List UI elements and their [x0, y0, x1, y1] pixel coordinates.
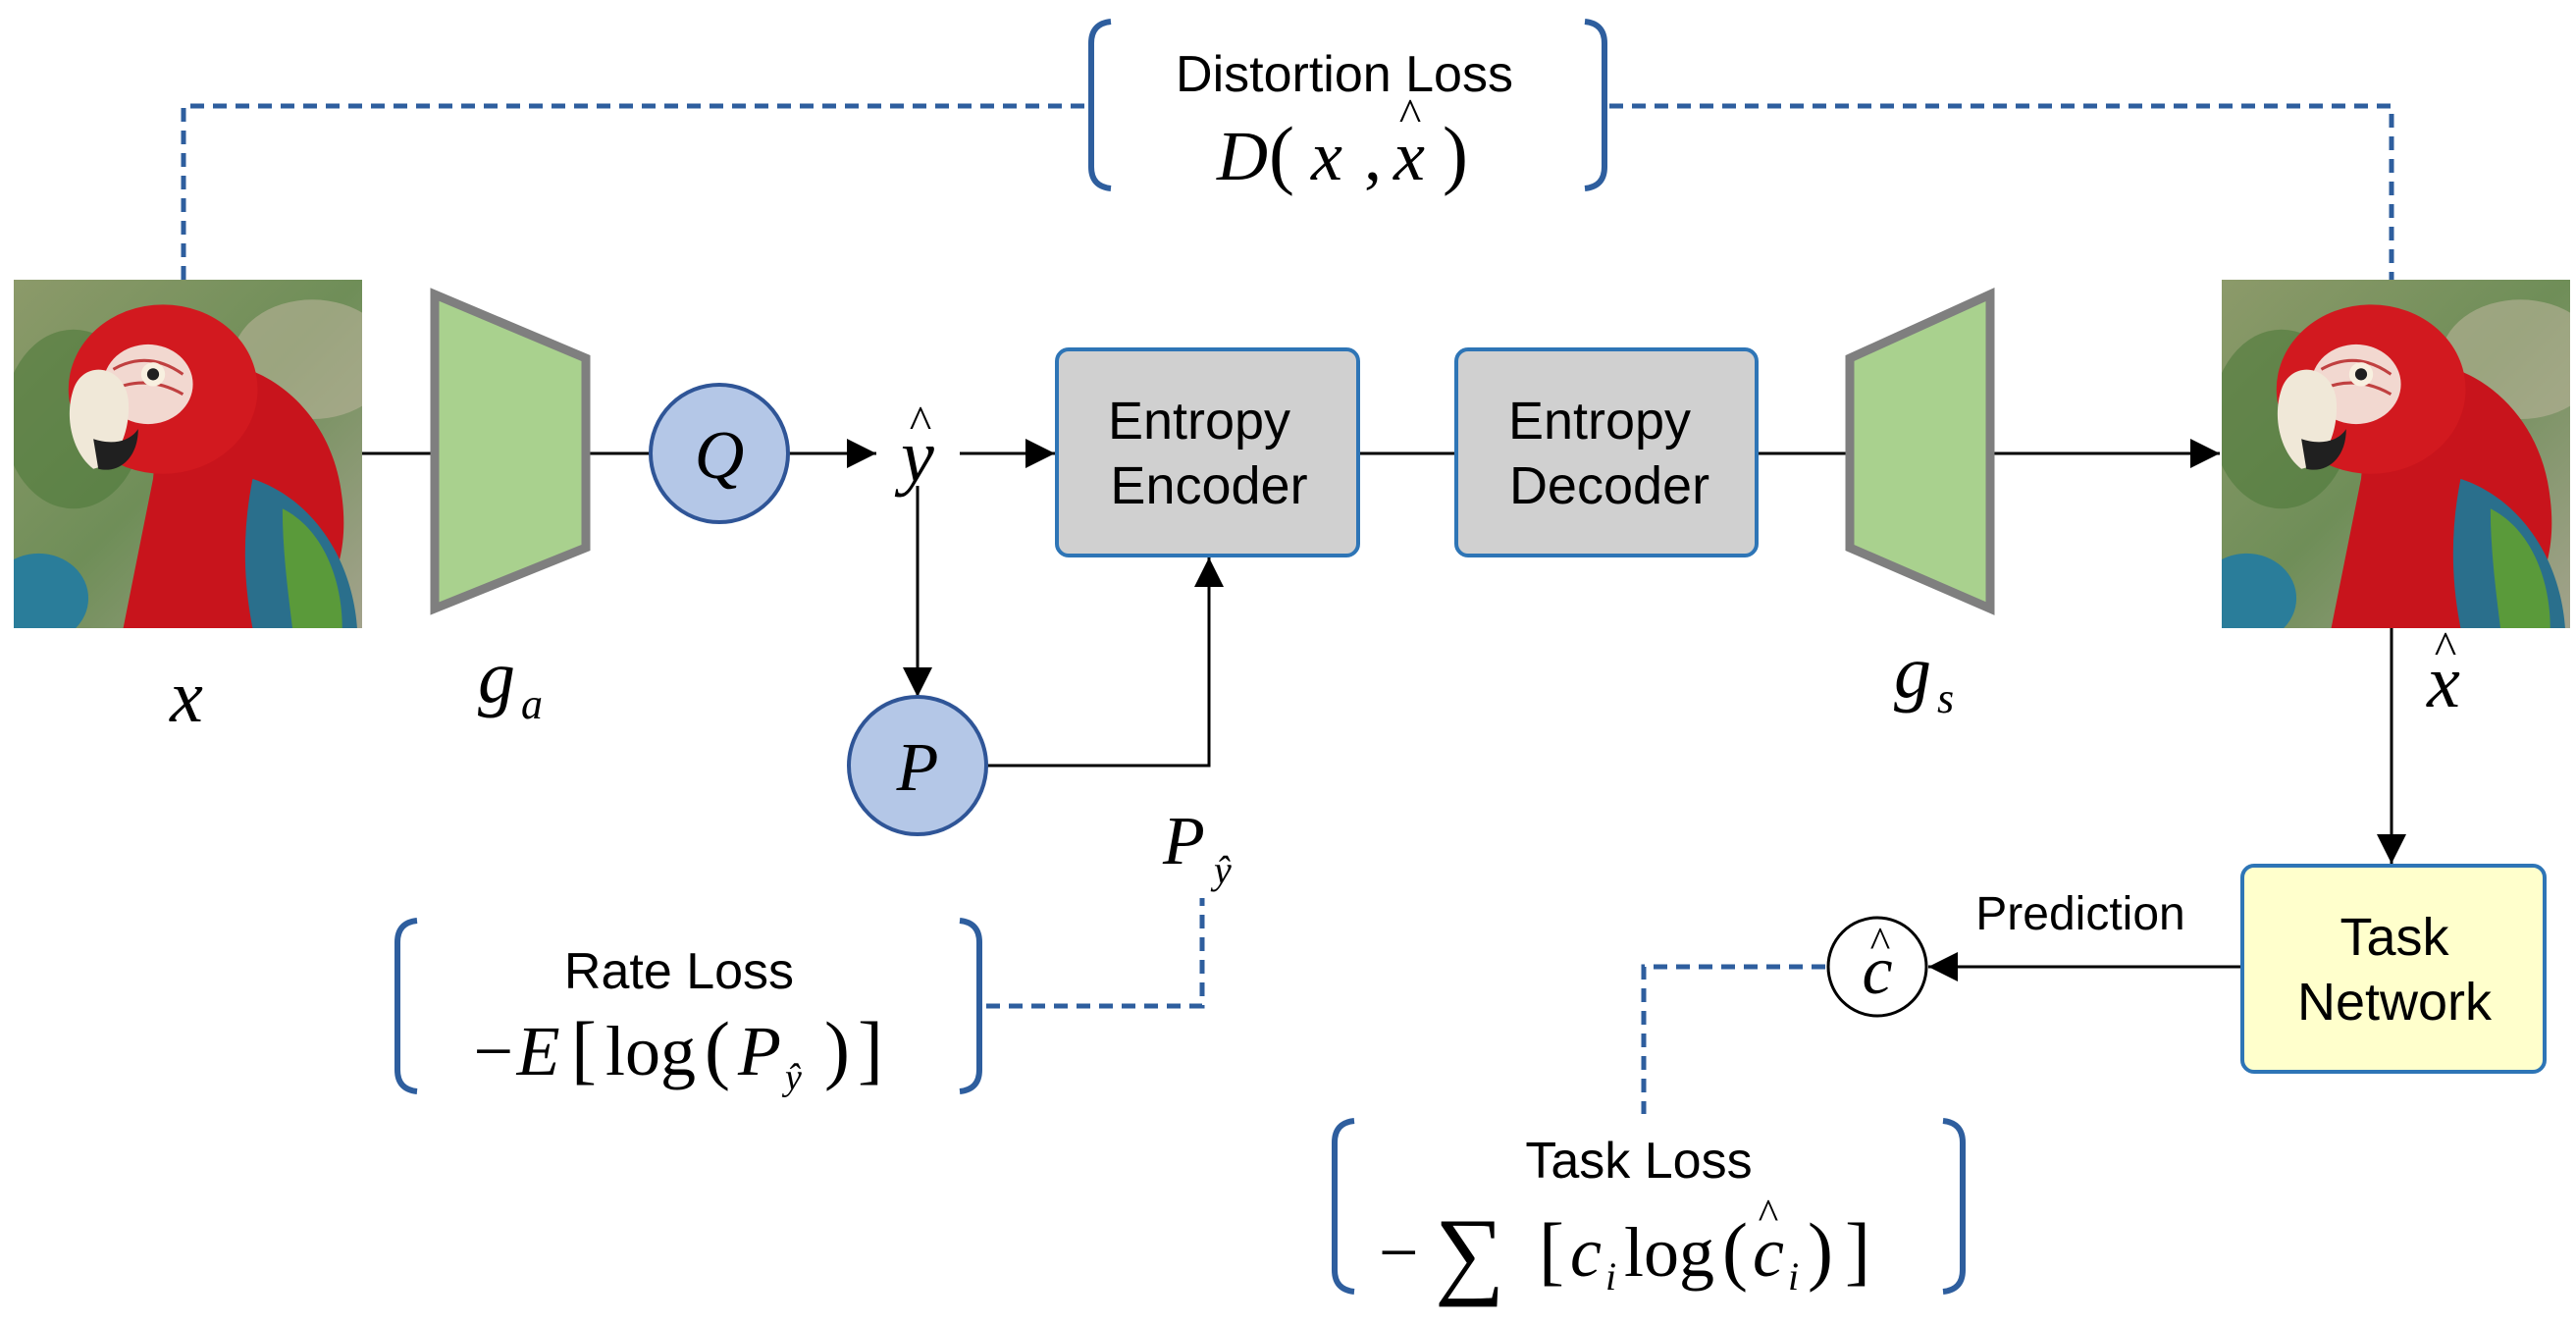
distortion-loss-title: Distortion Loss	[1176, 46, 1513, 103]
analysis-transform-ga	[430, 288, 591, 615]
svg-text:[: [	[571, 1006, 597, 1091]
svg-text:i: i	[1605, 1254, 1616, 1298]
entropy-encoder-label-line1: Entropy	[1108, 392, 1290, 450]
svg-text:^: ^	[1870, 919, 1891, 967]
prob-model-node	[847, 695, 988, 836]
svg-text:(: (	[705, 1006, 730, 1091]
task-loss-title: Task Loss	[1525, 1133, 1752, 1190]
svg-text:(: (	[1722, 1207, 1748, 1293]
svg-text:P: P	[737, 1012, 781, 1090]
task-dashed-line	[1641, 964, 1825, 1114]
svg-text:x: x	[1310, 117, 1342, 195]
entropy-decoder-label-line2: Decoder	[1509, 456, 1709, 515]
svg-text:^: ^	[1759, 1191, 1779, 1239]
input-x-label: x	[169, 656, 203, 738]
svg-text:ŷ: ŷ	[1210, 848, 1232, 892]
distortion-loss-formula: D ( x , x ^ )	[1216, 89, 1468, 196]
input-image	[14, 280, 362, 628]
distortion-dashed-line-right	[1609, 103, 2394, 280]
rate-loss-title: Rate Loss	[564, 943, 794, 1000]
svg-text:]: ]	[858, 1006, 883, 1091]
svg-text:^: ^	[910, 397, 932, 449]
entropy-decoder-label-line1: Entropy	[1508, 392, 1691, 450]
svg-text:∑: ∑	[1435, 1198, 1504, 1307]
svg-text:^: ^	[2435, 622, 2457, 674]
svg-text:): )	[1808, 1207, 1833, 1293]
svg-text:c: c	[1753, 1213, 1784, 1292]
rate-bracket-left	[394, 918, 418, 1094]
svg-text:g: g	[1894, 631, 1931, 714]
task-bracket-right	[1942, 1118, 1966, 1295]
svg-text:log: log	[605, 1012, 696, 1090]
svg-text:−: −	[1379, 1213, 1419, 1292]
quantizer-label: Q	[695, 418, 745, 494]
svg-text:ŷ: ŷ	[781, 1057, 802, 1098]
task-network-block	[2240, 864, 2547, 1074]
task-loss-formula: − ∑ [ c i log ( c ^ i ) ]	[1379, 1191, 1870, 1307]
latent-yhat-label: y ^	[894, 397, 934, 498]
svg-text:c: c	[1862, 933, 1892, 1009]
task-bracket-left	[1332, 1118, 1355, 1295]
prediction-label: Prediction	[1975, 888, 2184, 940]
svg-text:a: a	[521, 680, 543, 728]
svg-text:P: P	[1162, 804, 1205, 879]
svg-text:(: (	[1269, 111, 1294, 196]
task-network-label-line2: Network	[2297, 973, 2493, 1032]
svg-text:,: ,	[1364, 117, 1382, 195]
class-output-node	[1826, 916, 1928, 1018]
arrow-p-encoder	[986, 557, 1224, 768]
svg-text:): )	[824, 1006, 850, 1091]
svg-text:): )	[1443, 111, 1468, 196]
entropy-decoder-block	[1454, 347, 1759, 557]
svg-text:^: ^	[1399, 89, 1422, 141]
synthesis-transform-gs	[1845, 288, 1995, 615]
svg-text:[: [	[1539, 1207, 1564, 1293]
rate-bracket-right	[959, 918, 982, 1094]
prob-model-label: P	[896, 730, 939, 806]
task-network-label-line1: Task	[2339, 908, 2449, 967]
svg-text:g: g	[478, 636, 515, 718]
quantizer-node	[649, 383, 790, 524]
svg-text:]: ]	[1845, 1207, 1870, 1293]
reconstruction-xhat-label: x ^	[2426, 622, 2460, 723]
svg-text:s: s	[1937, 674, 1954, 722]
gs-label: g s	[1894, 631, 1954, 722]
svg-text:i: i	[1788, 1254, 1799, 1298]
svg-text:c: c	[1570, 1213, 1602, 1292]
reconstructed-image	[2222, 280, 2570, 628]
svg-text:y: y	[894, 415, 934, 498]
svg-text:x: x	[2426, 641, 2460, 723]
rate-loss-formula: −E [ log ( P ŷ ) ]	[469, 1006, 883, 1098]
class-output-label: c ^	[1862, 919, 1892, 1009]
distortion-bracket-right	[1584, 19, 1607, 191]
svg-text:D: D	[1216, 117, 1268, 195]
svg-text:−E: −E	[469, 1012, 560, 1090]
ga-label: g a	[478, 636, 543, 728]
distortion-dashed-line-left	[181, 103, 1084, 280]
entropy-encoder-block	[1055, 347, 1360, 557]
rate-dashed-line	[986, 898, 1205, 1009]
svg-text:x: x	[1393, 117, 1425, 195]
distortion-bracket-left	[1088, 19, 1112, 191]
svg-text:log: log	[1624, 1213, 1714, 1292]
prob-yhat-label: P ŷ	[1162, 804, 1232, 892]
entropy-encoder-label-line2: Encoder	[1110, 456, 1307, 515]
